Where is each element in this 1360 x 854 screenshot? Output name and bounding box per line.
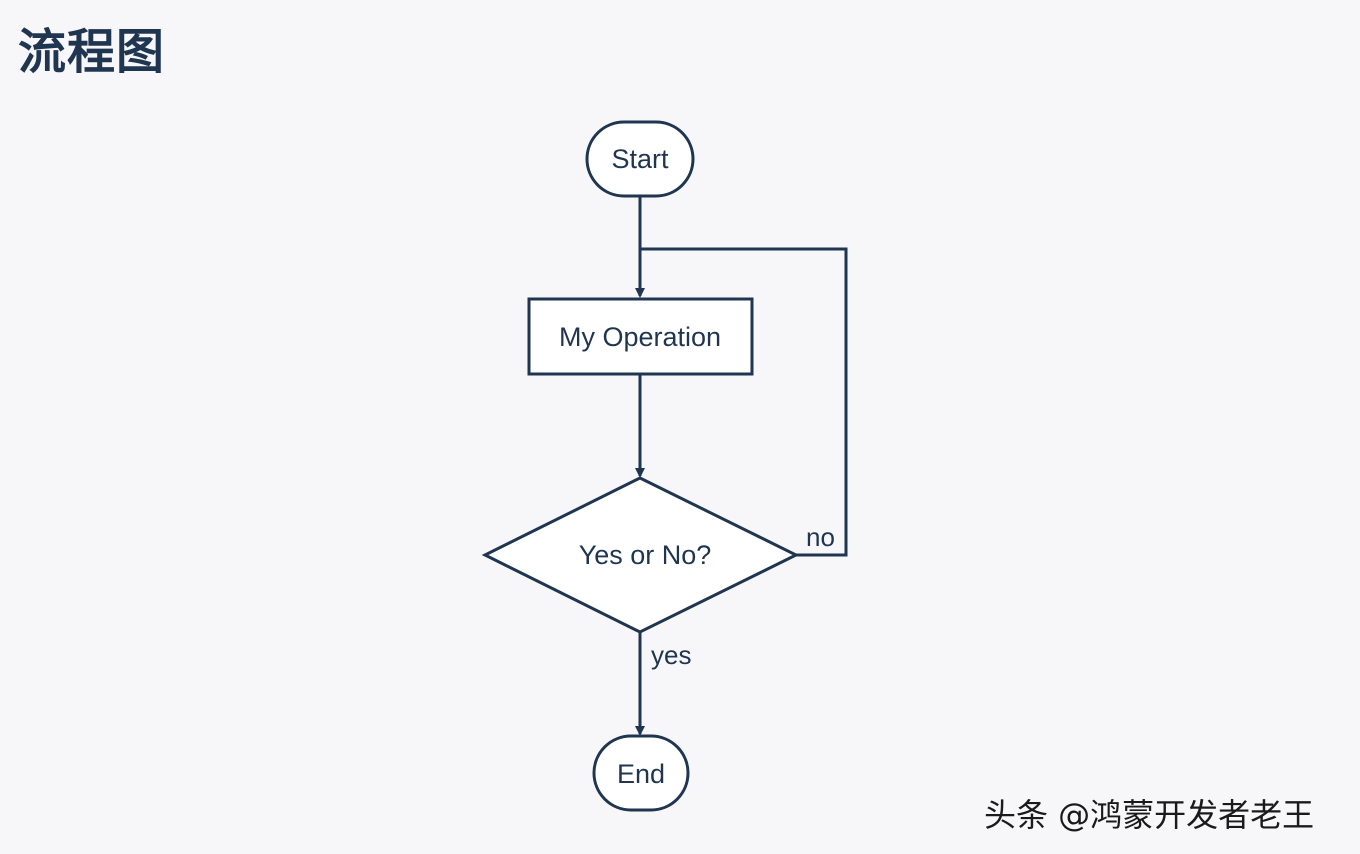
node-end-label: End (617, 759, 665, 789)
node-operation-label: My Operation (559, 322, 721, 352)
node-start: Start (585, 120, 695, 198)
edge-label-no: no (806, 522, 835, 552)
page-title: 流程图 (18, 24, 166, 80)
node-decision-label: Yes or No? (579, 540, 712, 570)
node-start-label: Start (611, 144, 669, 174)
edge-label-yes: yes (651, 640, 691, 670)
watermark-text: 头条 @鸿蒙开发者老王 (984, 796, 1315, 834)
node-decision: Yes or No? (481, 476, 800, 634)
node-operation: My Operation (527, 297, 754, 376)
edge-decision-no-loop (640, 247, 848, 557)
node-end: End (592, 734, 690, 812)
